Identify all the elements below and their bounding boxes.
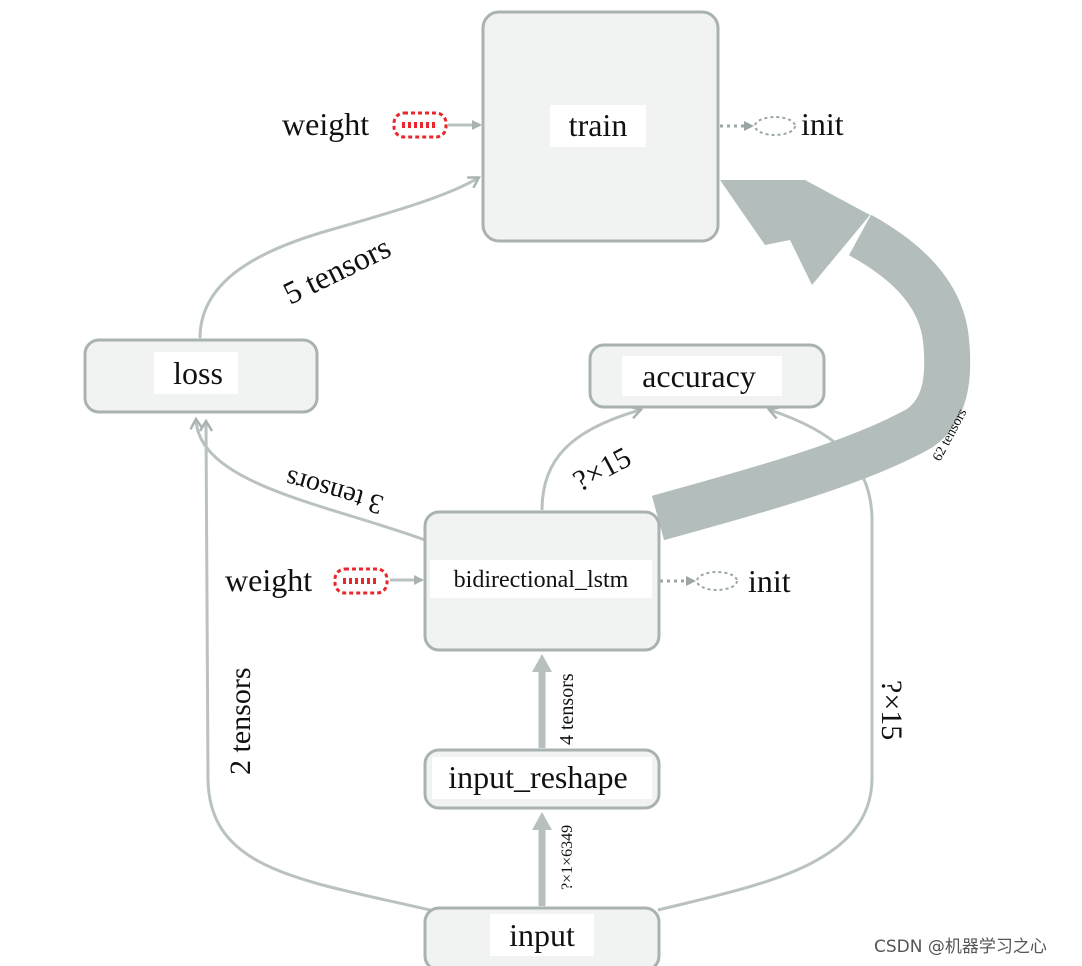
- weight-top-icon: [392, 111, 448, 139]
- edge-loss-to-train: [198, 178, 478, 339]
- label-input-to-accuracy: ?×15: [875, 680, 908, 740]
- edge-lstm-to-loss: [196, 420, 426, 542]
- watermark: CSDN @机器学习之心: [874, 937, 1047, 957]
- init-mid-label: init: [748, 563, 791, 599]
- node-bidirectional-lstm[interactable]: bidirectional_lstm: [423, 510, 661, 652]
- edge-lstm-to-train-head: [720, 180, 870, 285]
- node-accuracy-label: accuracy: [642, 358, 756, 394]
- edge-reshape-to-lstm-head: [532, 654, 552, 672]
- weight-top-label: weight: [282, 106, 369, 142]
- weight-mid-icon: [333, 567, 389, 595]
- label-input-to-reshape: ?×1×6349: [559, 825, 576, 890]
- weight-mid-label: weight: [225, 562, 312, 598]
- label-lstm-to-accuracy: ?×15: [568, 441, 637, 498]
- init-top-ellipse: [754, 116, 796, 136]
- node-loss[interactable]: loss: [83, 338, 319, 414]
- edge-lstm-to-accuracy: [540, 410, 640, 511]
- edge-input-to-reshape-head: [532, 812, 552, 830]
- node-input-reshape[interactable]: input_reshape: [423, 748, 661, 810]
- edge-input-to-accuracy: [657, 410, 874, 912]
- node-bidirectional-lstm-label: bidirectional_lstm: [454, 567, 629, 593]
- init-mid-ellipse: [696, 571, 738, 591]
- node-accuracy[interactable]: accuracy: [588, 343, 826, 409]
- node-input-label: input: [509, 917, 575, 953]
- node-input[interactable]: input: [423, 906, 661, 966]
- init-top-label: init: [801, 106, 844, 142]
- edge-input-to-loss: [206, 422, 431, 912]
- label-reshape-to-lstm: 4 tensors: [556, 673, 578, 745]
- label-input-to-loss: 2 tensors: [224, 668, 257, 776]
- node-loss-label: loss: [173, 355, 223, 391]
- node-train[interactable]: train: [481, 10, 720, 243]
- node-input-reshape-label: input_reshape: [448, 759, 628, 795]
- edge-lstm-to-train: [651, 214, 971, 541]
- node-train-label: train: [569, 107, 628, 143]
